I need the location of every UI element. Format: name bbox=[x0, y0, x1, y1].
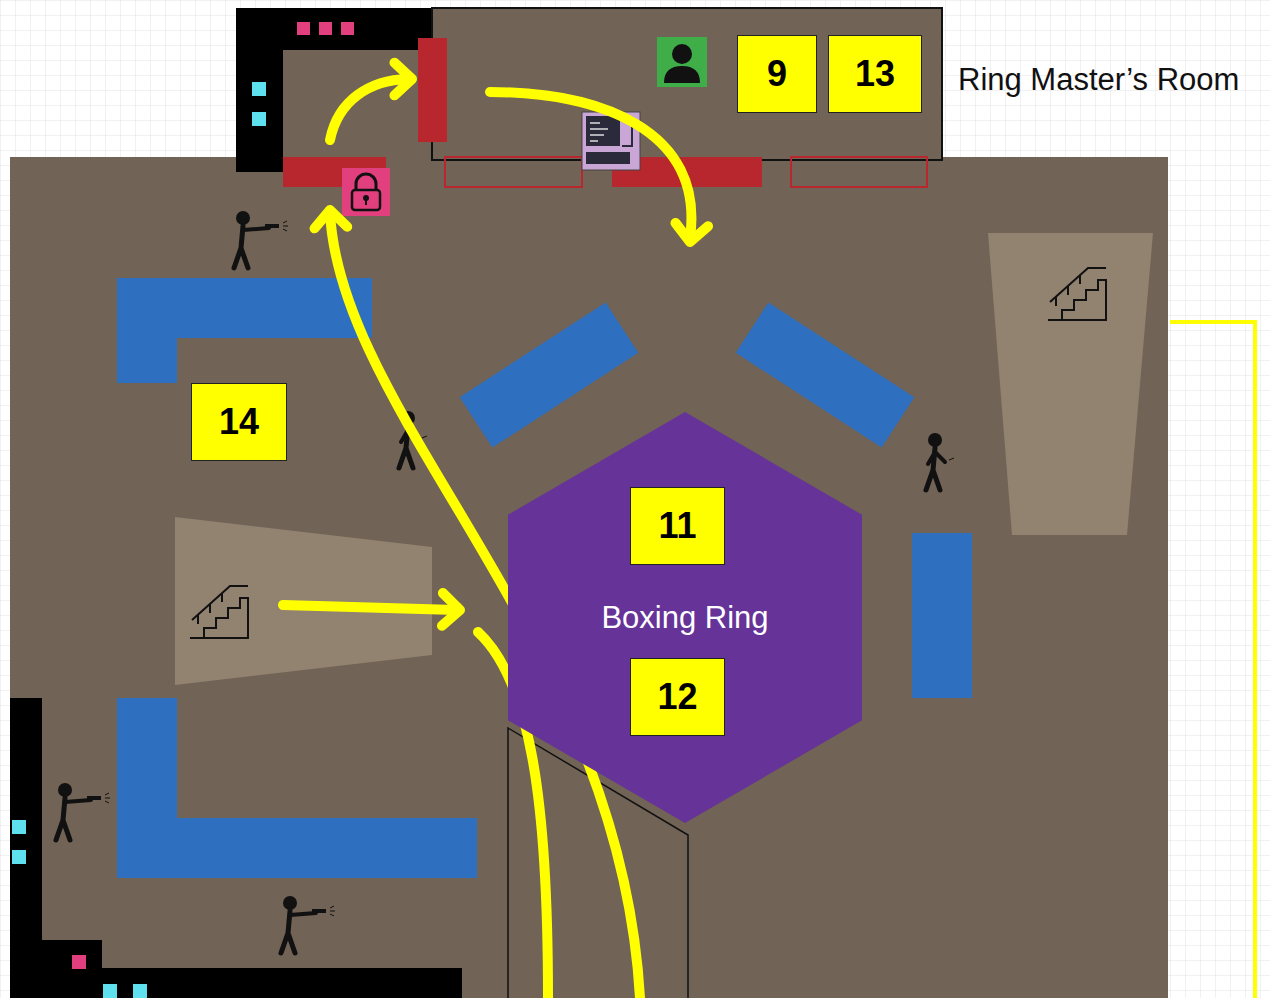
gunman-figure bbox=[56, 783, 110, 840]
wall-light bbox=[252, 112, 266, 126]
wall-light bbox=[133, 984, 147, 998]
muzzle-flash bbox=[330, 906, 335, 916]
figure-arm bbox=[243, 228, 269, 230]
stair-zone bbox=[988, 233, 1153, 535]
stairs-rail bbox=[1050, 268, 1106, 306]
route-path bbox=[283, 605, 456, 610]
guard-figure bbox=[926, 433, 954, 490]
wall-light bbox=[252, 82, 266, 96]
callout-number: 14 bbox=[219, 402, 259, 442]
lock-keyhole bbox=[365, 199, 367, 205]
wall bbox=[10, 968, 462, 998]
callout-number: 12 bbox=[657, 677, 697, 717]
wall-light bbox=[319, 22, 332, 35]
arena-floor bbox=[10, 157, 1168, 998]
wall-light bbox=[12, 820, 26, 834]
callout-box: 13 bbox=[828, 35, 922, 113]
cover-wall bbox=[460, 302, 639, 447]
boss-icon bbox=[657, 37, 707, 87]
lock-icon bbox=[342, 168, 390, 216]
ring-hexagon bbox=[508, 412, 862, 823]
boss-body bbox=[664, 66, 700, 83]
muzzle-flash bbox=[422, 436, 427, 438]
cover-wall bbox=[117, 278, 372, 383]
figure-head bbox=[283, 896, 297, 910]
figure-body bbox=[281, 911, 295, 953]
zone-boundary bbox=[1170, 322, 1255, 998]
stairs-rail bbox=[192, 586, 248, 624]
callout-box: 14 bbox=[191, 383, 287, 461]
stairs-icon bbox=[190, 586, 248, 638]
gunman-figure bbox=[234, 211, 288, 268]
lock-shackle bbox=[356, 174, 376, 191]
wall-light bbox=[297, 22, 310, 35]
lock-body bbox=[352, 190, 380, 210]
wall-light bbox=[72, 955, 86, 969]
computer-keyboard bbox=[586, 152, 630, 164]
figure-gun bbox=[87, 796, 101, 800]
wall-light bbox=[103, 984, 117, 998]
cover-wall bbox=[912, 533, 972, 698]
cover-wall bbox=[117, 698, 477, 878]
boss-head bbox=[672, 44, 692, 64]
route-arrowhead bbox=[442, 593, 460, 626]
antechamber-floor bbox=[283, 50, 432, 160]
area-name: Boxing Ring bbox=[601, 600, 768, 636]
figure-gun bbox=[265, 224, 279, 228]
callout-number: 11 bbox=[658, 506, 696, 546]
room-outline: Ring Master’s Room913 bbox=[432, 8, 942, 160]
wall bbox=[236, 8, 283, 172]
callout-number: 13 bbox=[855, 54, 895, 94]
figure-head bbox=[58, 783, 72, 797]
route-arrowhead bbox=[675, 223, 708, 242]
callout-number: 9 bbox=[767, 54, 787, 94]
figure-arm bbox=[65, 800, 91, 802]
figure-gun bbox=[312, 909, 326, 913]
gunman-figure bbox=[281, 896, 335, 953]
route-arrowhead bbox=[315, 210, 348, 228]
ring-master-room bbox=[432, 8, 942, 160]
window bbox=[791, 157, 927, 187]
figure-body bbox=[56, 798, 70, 840]
stairs-icon bbox=[1048, 268, 1106, 320]
muzzle-flash bbox=[105, 793, 110, 803]
code-lines bbox=[590, 123, 608, 141]
boxing-ring: Boxing Ring 11 12 bbox=[508, 412, 862, 823]
callout-box: 9 bbox=[737, 35, 817, 113]
callout-box: 12 bbox=[630, 658, 725, 736]
figure-body bbox=[234, 226, 248, 268]
muzzle-flash bbox=[283, 221, 288, 231]
window bbox=[445, 157, 582, 187]
callout-box: 11 bbox=[630, 487, 725, 565]
room-name: Ring Master’s Room bbox=[958, 62, 1239, 98]
computer-screen bbox=[586, 116, 620, 146]
figure-head bbox=[236, 211, 250, 225]
route-arrowhead bbox=[394, 63, 412, 96]
figure-head bbox=[928, 433, 942, 447]
muzzle-flash bbox=[949, 458, 954, 460]
figure-arm bbox=[290, 913, 316, 915]
wall-light bbox=[341, 22, 354, 35]
route-path bbox=[490, 92, 691, 238]
door bbox=[418, 38, 447, 142]
wall-light bbox=[12, 850, 26, 864]
figure-arm bbox=[928, 452, 945, 464]
cover-wall bbox=[736, 302, 915, 447]
